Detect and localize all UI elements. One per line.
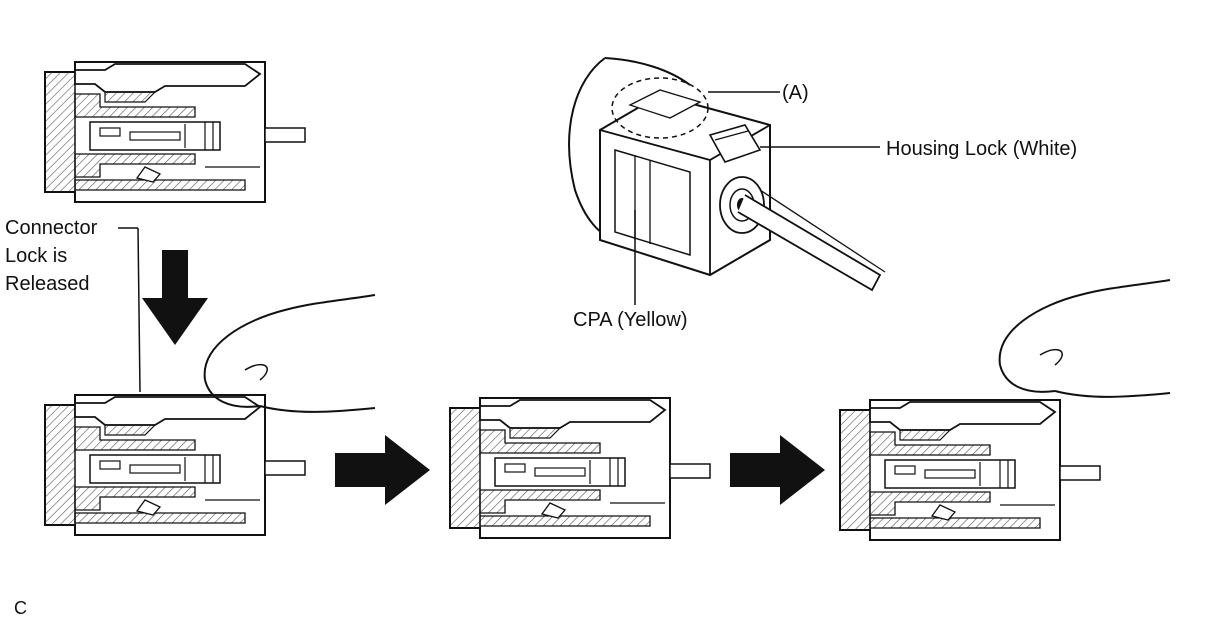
cpa-label: CPA (Yellow) [573, 309, 688, 331]
finger-icon [998, 279, 1171, 398]
connector-lock-callout [118, 227, 141, 393]
arrow-right-icon [335, 435, 430, 505]
connector-lock-label-line3: Released [5, 273, 90, 295]
figure-code: C [14, 598, 27, 618]
connector-lock-label-line1: Connector [5, 217, 98, 239]
housing-lock-label: Housing Lock (White) [886, 138, 1078, 160]
arrow-down-icon [142, 250, 208, 345]
connector-step-1 [44, 394, 306, 536]
connector-locked [44, 61, 306, 203]
arrow-right-icon [730, 435, 825, 505]
connector-lock-label-line2: Lock is [5, 245, 68, 267]
callout-a-label: (A) [782, 82, 809, 104]
connector-isometric [568, 57, 886, 305]
connector-step-2 [449, 397, 711, 539]
connector-step-3 [839, 399, 1101, 541]
